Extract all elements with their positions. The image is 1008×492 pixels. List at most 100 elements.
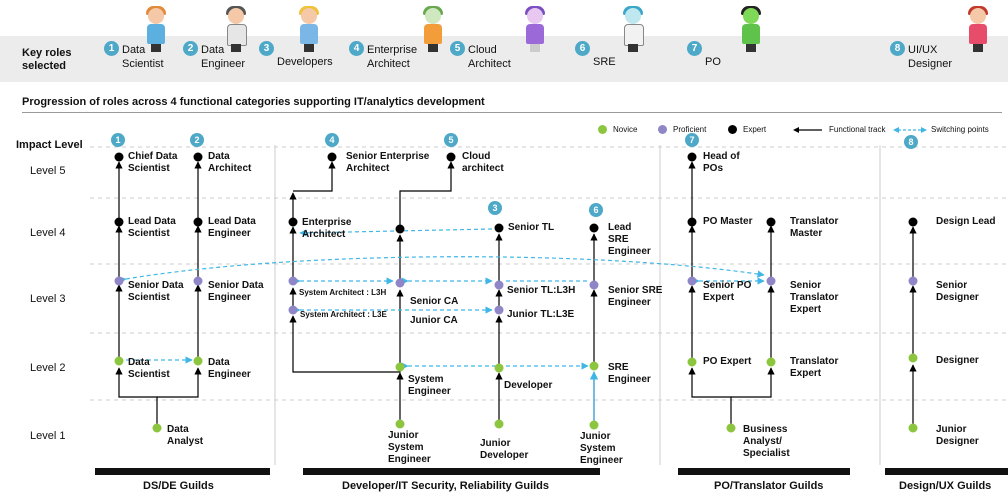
switching-arrow-icon — [893, 126, 927, 133]
track-line — [293, 161, 336, 192]
role-label: Data Scientist — [122, 44, 164, 70]
key-roles-title: Key roles selected — [22, 47, 72, 72]
node-data-engineer: Data Engineer — [208, 357, 251, 380]
node-junior-tl-l3e: Junior TL:L3E — [507, 309, 575, 320]
role-ui-ux-designer: 8 UI/UX Designer — [890, 41, 958, 71]
role-label: Data Engineer — [201, 44, 246, 70]
node-designer: Designer — [936, 355, 979, 366]
diagram-subtitle: Progression of roles across 4 functional… — [22, 96, 485, 108]
legend-switching-label: Switching points — [931, 125, 989, 134]
data-scientist-figure — [143, 6, 169, 54]
track-line — [399, 161, 455, 225]
column-badge-8 — [904, 135, 918, 149]
impact-level-header: Impact Level — [16, 139, 83, 151]
node-translator-expert: Translator Expert — [790, 356, 839, 379]
track-line — [157, 367, 202, 398]
guild-bar-design — [885, 468, 1008, 475]
node-lead-data-scientist: Lead Data Scientist — [128, 216, 176, 239]
legend-proficient-label: Proficient — [673, 125, 707, 134]
sre-figure — [620, 6, 646, 54]
role-label: UI/UX Designer — [908, 44, 953, 70]
track-line — [731, 367, 775, 398]
level-2-label: Level 2 — [30, 362, 66, 374]
role-sre: 6 SRE — [575, 41, 616, 69]
guild-bar-dsde — [95, 468, 270, 475]
column-badge-5 — [444, 133, 458, 147]
key-roles-band — [0, 36, 1008, 82]
role-label: Cloud Architect — [468, 44, 511, 70]
svg-text:5: 5 — [448, 135, 453, 145]
role-po: 7 PO — [687, 41, 721, 69]
track-line — [115, 367, 158, 427]
guild-label-dev: Developer/IT Security, Reliability Guild… — [342, 480, 550, 492]
enterprise-architect-figure — [420, 6, 446, 54]
data-engineer-figure — [223, 6, 249, 54]
node-system-engineer: System Engineer — [408, 374, 451, 397]
novice-dot-icon — [598, 125, 607, 134]
node-senior-tl: Senior TL — [508, 222, 555, 233]
node-po-expert: PO Expert — [703, 356, 752, 367]
svg-text:1: 1 — [115, 135, 120, 145]
node-data-architect: Data Architect — [208, 151, 252, 174]
guild-bar-po — [678, 468, 850, 475]
node-senior-data-engineer: Senior Data Engineer — [208, 280, 264, 303]
role-number-badge: 5 — [450, 41, 465, 56]
po-figure — [738, 6, 764, 54]
level-4-label: Level 4 — [30, 227, 66, 239]
role-enterprise-architect: 4 Enterprise Architect — [349, 41, 427, 71]
node-senior-designer: Senior Designer — [936, 280, 979, 303]
node-senior-ca: Senior CA — [410, 296, 459, 307]
role-number-badge: 6 — [575, 41, 590, 56]
svg-text:6: 6 — [593, 205, 598, 215]
legend-novice-label: Novice — [613, 125, 638, 134]
role-number-badge: 7 — [687, 41, 702, 56]
svg-text:2: 2 — [194, 135, 199, 145]
level-3-label: Level 3 — [30, 293, 66, 305]
functional-track-arrow-icon — [793, 126, 822, 133]
svg-text:7: 7 — [689, 135, 694, 145]
role-number-badge: 3 — [259, 41, 274, 56]
node-lead-sre-engineer: Lead SRE Engineer — [608, 222, 651, 257]
node-translator-master: Translator Master — [790, 216, 839, 239]
column-badge-7 — [685, 133, 699, 147]
column-badge-4 — [325, 133, 339, 147]
role-cloud-architect: 5 Cloud Architect — [450, 41, 511, 71]
proficient-dot-icon — [658, 125, 667, 134]
node-developer: Developer — [504, 380, 553, 391]
designer-figure — [965, 6, 991, 54]
level-1-label: Level 1 — [30, 430, 66, 442]
level-5-label: Level 5 — [30, 165, 66, 177]
node-senior-enterprise-architect: Senior Enterprise Architect — [346, 151, 430, 174]
role-label: Enterprise Architect — [367, 44, 418, 70]
node-data-scientist: Data Scientist — [128, 357, 170, 380]
column-badge-1 — [111, 133, 125, 147]
node-sre-engineer: SRE Engineer — [608, 362, 651, 385]
node-system-architect-l3e: System Architect : L3E — [300, 310, 387, 319]
role-number-badge: 4 — [349, 41, 364, 56]
node-data-analyst: Data Analyst — [167, 424, 204, 447]
switch-arc — [119, 256, 765, 284]
node-cloud-architect: Cloud architect — [462, 151, 504, 174]
legend-proficient: Proficient — [658, 125, 706, 134]
node-senior-tl-l3h: Senior TL:L3H — [507, 285, 576, 296]
role-label: SRE — [593, 56, 616, 68]
node-po-master: PO Master — [703, 216, 753, 227]
guild-label-dsde: DS/DE Guilds — [143, 480, 214, 492]
node-junior-ca: Junior CA — [410, 315, 458, 326]
node-senior-data-scientist: Senior Data Scientist — [128, 280, 184, 303]
svg-text:3: 3 — [492, 203, 497, 213]
expert-nodes — [114, 152, 918, 234]
node-junior-designer: Junior Designer — [936, 424, 979, 447]
cloud-architect-figure — [522, 6, 548, 54]
svg-text:4: 4 — [329, 135, 334, 145]
legend-switching-points: Switching points — [893, 125, 989, 134]
legend-functional-label: Functional track — [829, 125, 886, 134]
legend-expert: Expert — [728, 125, 766, 134]
proficient-nodes — [114, 276, 918, 315]
column-badge-6 — [589, 203, 603, 217]
role-label: Developers — [277, 56, 333, 68]
role-data-scientist: 1 Data Scientist — [104, 41, 164, 71]
role-number-badge: 1 — [104, 41, 119, 56]
role-data-engineer: 2 Data Engineer — [183, 41, 246, 71]
